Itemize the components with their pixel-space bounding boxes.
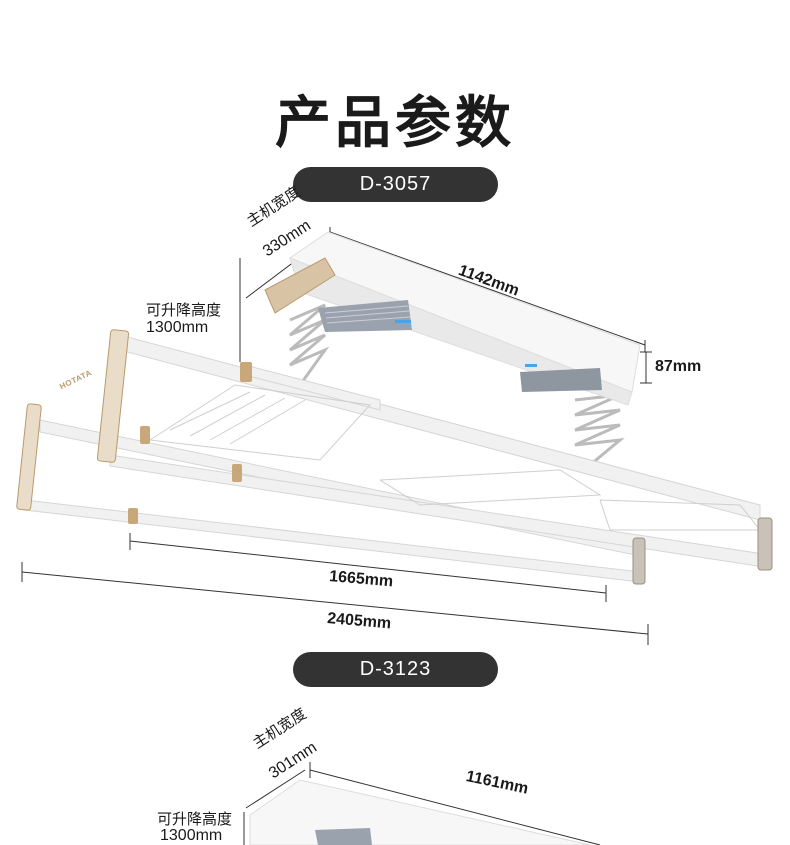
page-title: 产品参数 xyxy=(275,91,515,156)
model-badge-d3123: D-3123 xyxy=(293,652,498,687)
host-unit xyxy=(264,231,641,406)
lift-height-label-2: 可升降高度 xyxy=(157,810,233,828)
host-height-label: 87mm xyxy=(655,358,702,375)
model-badge-d3057: D-3057 xyxy=(293,167,498,202)
lift-height-value-2: 1300mm xyxy=(160,827,223,844)
lift-height-label: 可升降高度 xyxy=(146,301,222,319)
lift-height-value: 1300mm xyxy=(146,319,209,336)
